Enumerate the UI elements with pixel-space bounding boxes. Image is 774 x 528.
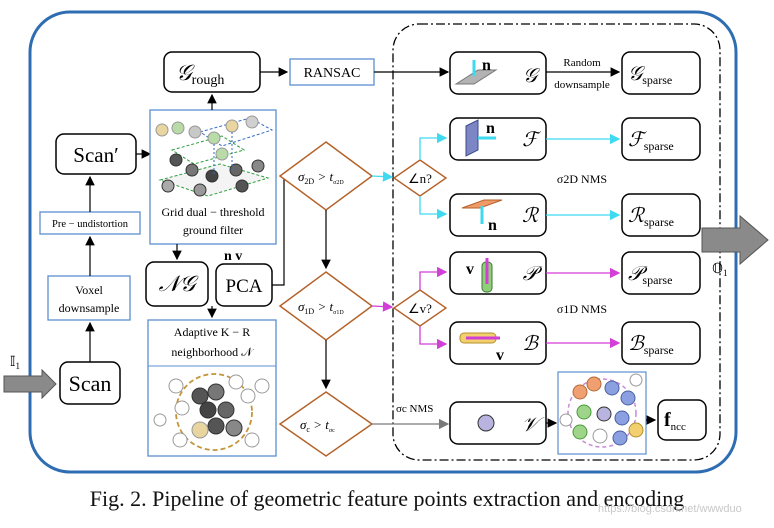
g-sparse-box	[621, 51, 701, 95]
neighborhood-illustration	[153, 373, 270, 451]
angle-v-label: ∠v?	[408, 301, 432, 316]
arrow-1d-anglev	[371, 301, 394, 312]
nms-1d-label: σ1D NMS	[557, 302, 607, 316]
sigmac-label: σc > tσc	[300, 417, 335, 434]
random-label: Random	[563, 57, 601, 69]
watermark: https://blog.csdn.net/wwwduo	[598, 503, 742, 515]
p-v-letter: v	[466, 261, 474, 278]
volume-point-icon	[477, 414, 495, 432]
grid-filter-illustration	[155, 115, 274, 197]
downsample-label-2: downsample	[554, 79, 610, 91]
ncc-illustration	[559, 373, 644, 448]
fncc-box	[657, 399, 707, 441]
nms-2d-label: σ2D NMS	[557, 172, 607, 186]
r-label: ℛ	[522, 203, 540, 227]
input-label: 𝕀1	[10, 355, 20, 371]
scan-prime-label: Scan′	[73, 143, 118, 167]
output-arrow	[701, 214, 769, 266]
b-label: ℬ	[522, 331, 539, 355]
f-label: ℱ	[522, 127, 541, 151]
b-sparse-box	[621, 321, 701, 365]
sigma1d-label: σ1D > tσ1D	[298, 299, 344, 316]
g-rough-label: 𝒢rough	[176, 61, 224, 88]
f-sparse-label: ℱsparse	[628, 127, 674, 153]
g-n-letter: n	[482, 57, 491, 74]
plane-icon	[454, 69, 498, 85]
voxel-label: Voxel	[75, 283, 103, 297]
pca-label: PCA	[226, 276, 263, 297]
r-sparse-label: ℛsparse	[628, 203, 674, 229]
f-n-letter: n	[486, 120, 495, 137]
sigma2d-label: σ2D > tσ2D	[298, 169, 344, 186]
pre-undistortion-label: Pre − undistortion	[52, 219, 129, 230]
vertical-plane-icon	[465, 119, 479, 157]
b-sparse-label: ℬsparse	[628, 331, 674, 357]
input-arrow	[3, 368, 57, 400]
p-sparse-box	[621, 251, 701, 295]
ng-box	[145, 261, 209, 307]
voxel-downsample-box	[47, 275, 131, 321]
arrow-anglev-b	[419, 326, 448, 350]
r-n-letter: n	[488, 217, 497, 234]
r-sparse-box	[621, 193, 701, 237]
nv-label: n v	[224, 249, 242, 264]
arrow-anglen-f	[419, 132, 448, 160]
fncc-label: fncc	[664, 409, 686, 433]
ransac-box	[289, 58, 375, 86]
ng-label: 𝒩𝒢	[159, 272, 199, 297]
nms-c-label: σc NMS	[396, 403, 433, 415]
ransac-label: RANSAC	[304, 66, 361, 81]
adaptive-label-1: Adaptive K − R	[174, 325, 250, 339]
feature-region	[392, 23, 721, 461]
arrow-2d-anglen	[371, 171, 394, 182]
arrow-anglev-p	[419, 266, 448, 290]
angle-n-label: ∠n?	[408, 171, 432, 186]
adaptive-label-2: neighborhood 𝒩	[171, 345, 255, 359]
f-sparse-box	[621, 117, 701, 161]
tilted-plane-icon	[461, 199, 503, 209]
grid-filter-label-2: ground filter	[183, 223, 243, 237]
b-v-letter: v	[496, 347, 504, 364]
g-label: 𝒢	[523, 63, 541, 87]
downsample-label: downsample	[59, 301, 120, 315]
scan-label: Scan	[69, 371, 112, 396]
arrow-anglen-r	[419, 196, 448, 220]
g-sparse-label: 𝒢sparse	[628, 61, 672, 87]
sigmac-decision	[278, 391, 374, 457]
grid-filter-label-1: Grid dual − threshold	[161, 205, 264, 219]
figure-caption: Fig. 2. Pipeline of geometric feature po…	[89, 486, 685, 511]
output-label: 𝕆1	[712, 262, 728, 278]
